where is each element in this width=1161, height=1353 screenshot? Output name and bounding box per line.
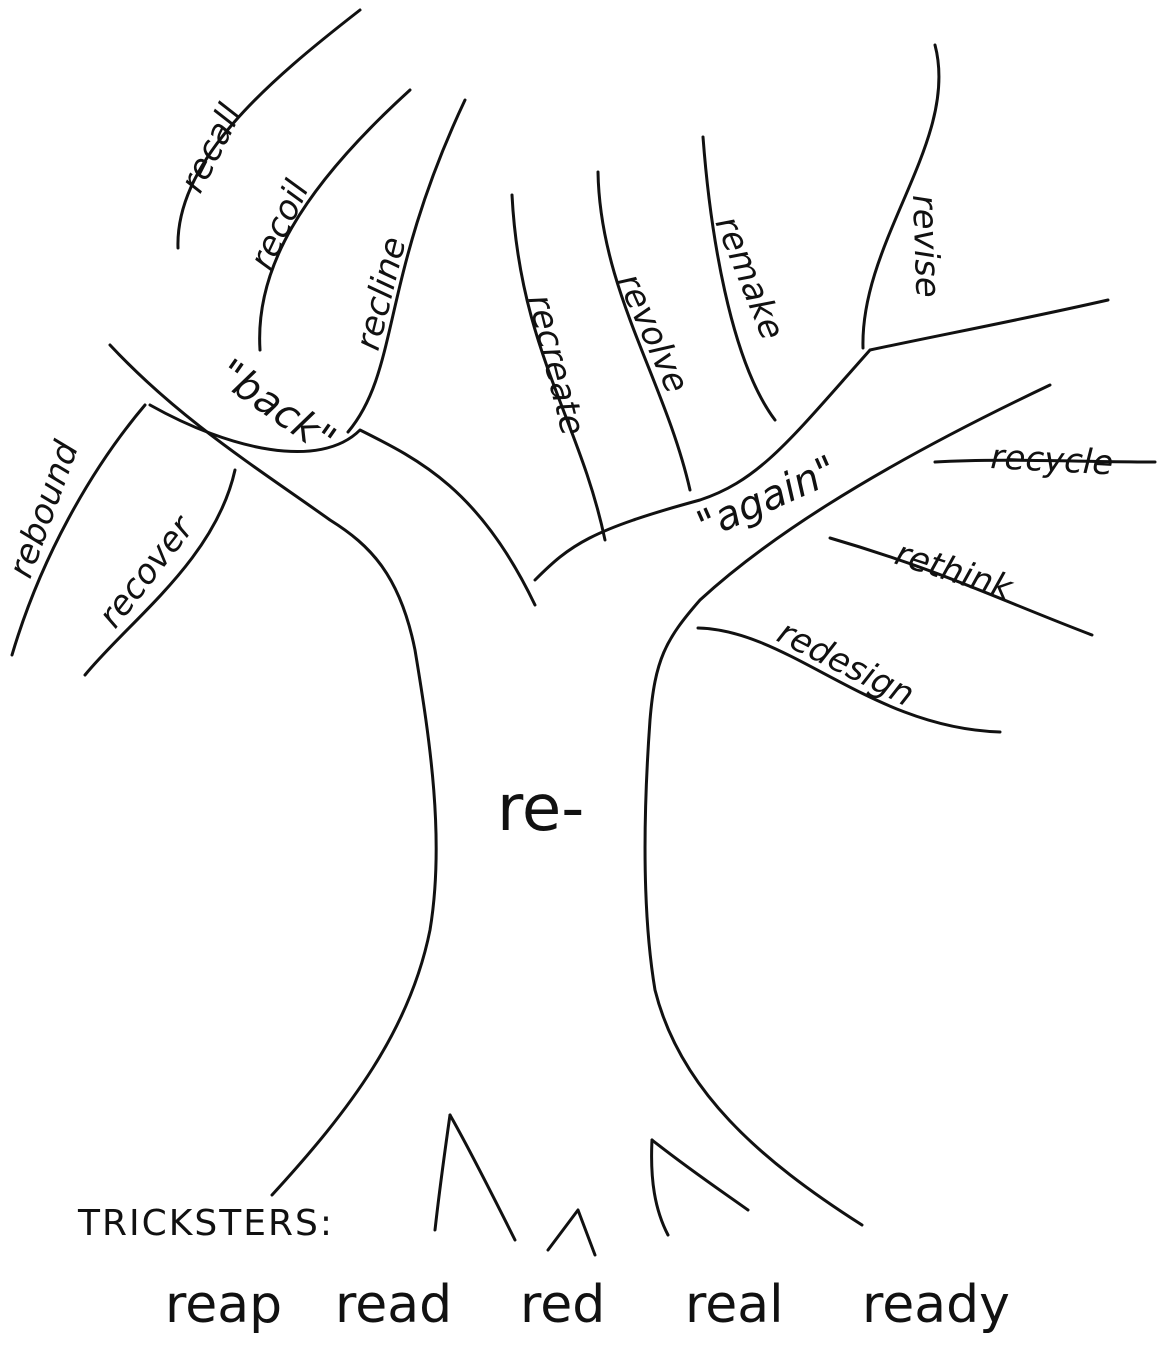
word-recycle: recycle: [990, 437, 1115, 483]
roots: [435, 1115, 748, 1255]
trickster-word: red: [520, 1275, 605, 1335]
trunk: [110, 300, 1108, 1225]
word-redesign: redesign: [771, 612, 921, 715]
word-recover: recover: [91, 507, 203, 635]
root-label: re-: [497, 772, 584, 846]
word-rethink: rethink: [890, 534, 1018, 610]
trickster-word: reap: [165, 1275, 282, 1335]
word-recoil: recoil: [242, 174, 318, 276]
trickster-word: read: [335, 1275, 452, 1335]
word-revolve: revolve: [609, 267, 697, 399]
tricksters-heading: TRICKSTERS:: [77, 1203, 334, 1244]
again-branches: [512, 45, 1155, 732]
word-recreate: recreate: [519, 291, 593, 440]
trickster-word: ready: [862, 1275, 1010, 1335]
word-recline: recline: [348, 233, 415, 354]
word-recall: recall: [172, 97, 250, 199]
word-remake: remake: [707, 210, 793, 345]
group-back-label: "back": [209, 351, 343, 464]
word-revise: revise: [904, 194, 948, 298]
back-branches: [12, 10, 465, 675]
trickster-word: real: [685, 1275, 784, 1335]
